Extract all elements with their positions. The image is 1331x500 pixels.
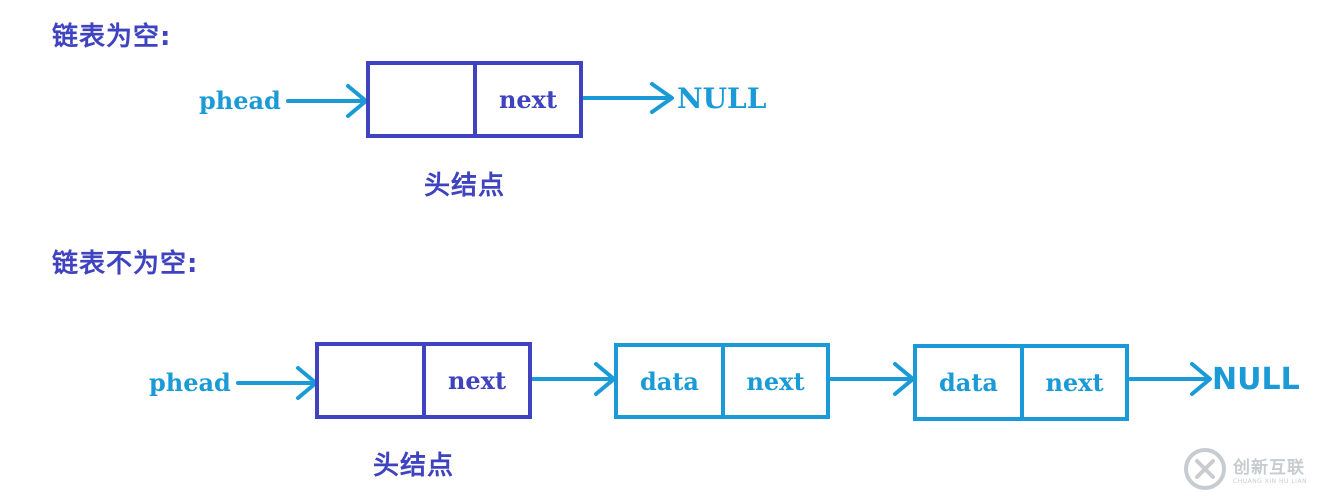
node-next-cell: next	[1045, 368, 1104, 397]
arrow-phead-to-head-empty	[286, 84, 368, 118]
phead-label: phead	[149, 368, 231, 397]
head-node-next-cell: next	[447, 366, 507, 395]
phead-label-empty: phead	[199, 86, 281, 115]
empty-list-title: 链表为空:	[52, 22, 172, 52]
watermark-name: 创新互联	[1233, 458, 1305, 478]
head-node-next-cell: next	[498, 85, 558, 114]
head-caption: 头结点	[373, 451, 455, 481]
arrow-phead-to-head	[236, 366, 318, 400]
arrow-head-to-node-1	[531, 362, 616, 396]
node-data-cell: data	[917, 348, 1024, 417]
arrow-head-to-null-empty	[582, 82, 674, 114]
list-node-2: data next	[913, 344, 1129, 421]
arrow-node-2-to-null	[1128, 362, 1212, 396]
null-label: NULL	[1212, 362, 1300, 397]
list-node-1: data next	[614, 343, 830, 419]
watermark-subtitle: CHUANG XIN HU LIAN	[1233, 478, 1308, 485]
watermark: 创新互联 CHUANG XIN HU LIAN	[1183, 438, 1331, 500]
arrow-node-1-to-node-2	[829, 362, 915, 396]
node-data-cell: data	[618, 347, 725, 415]
watermark-logo-icon	[1184, 448, 1226, 490]
null-label-empty: NULL	[677, 82, 767, 115]
head-node: next	[315, 342, 532, 419]
node-next-cell: next	[746, 366, 805, 396]
head-node-data-cell	[370, 65, 477, 134]
head-node-empty: next	[366, 61, 583, 138]
head-node-data-cell	[319, 346, 426, 415]
nonempty-list-title: 链表不为空:	[52, 249, 199, 279]
head-caption-empty: 头结点	[424, 171, 506, 201]
